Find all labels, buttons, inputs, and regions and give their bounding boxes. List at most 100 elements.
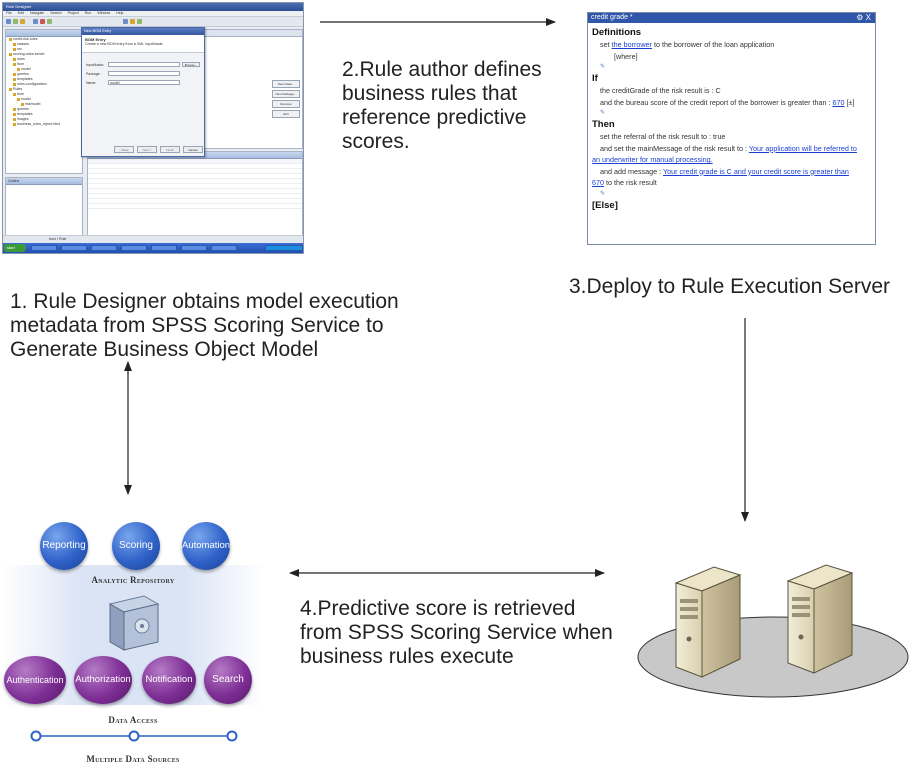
toolbar-icon[interactable] <box>13 19 18 24</box>
menu-item[interactable]: Run <box>84 11 92 15</box>
notification-button[interactable]: Notification <box>142 656 196 704</box>
package-input[interactable] <box>108 71 180 76</box>
step4-line: business rules execute <box>300 645 514 668</box>
server-1-icon <box>674 566 742 678</box>
new-package-button[interactable]: New Package... <box>272 90 300 98</box>
finish-button[interactable]: Finish <box>160 146 180 153</box>
taskbar-item[interactable] <box>211 245 237 251</box>
tree-item[interactable]: templates <box>6 77 82 82</box>
taskbar-item[interactable] <box>181 245 207 251</box>
message-link[interactable]: an underwriter for manual processing. <box>592 155 713 164</box>
message-link[interactable]: Your application will be referred to <box>748 143 857 153</box>
taskbar-item[interactable] <box>151 245 177 251</box>
step1-caption: 1. Rule Designer obtains model execution… <box>10 290 399 362</box>
else-keyword[interactable]: [Else] <box>592 199 618 211</box>
editor-tabs[interactable] <box>204 30 302 37</box>
taskbar-item[interactable] <box>121 245 147 251</box>
toolbar-icon[interactable] <box>47 19 52 24</box>
tree-item[interactable]: model <box>6 67 82 72</box>
where-clause[interactable]: [where] <box>614 51 638 61</box>
tree-item[interactable]: Rules <box>6 87 82 92</box>
tree-item[interactable]: rules-configuration <box>6 82 82 87</box>
rule-execution-server-icon <box>637 564 909 698</box>
taskbar-item[interactable] <box>31 245 57 251</box>
tree-item[interactable]: queries <box>6 72 82 77</box>
tree-item[interactable]: bom <box>6 62 82 67</box>
ide-editor-pane: New Class... New Package... Remove Edit <box>203 29 303 149</box>
step1-line: metadata from SPSS Scoring Service to <box>10 314 384 337</box>
if-keyword: If <box>592 73 598 84</box>
dialog-banner: BOM Entry Create a new BOM entry from a … <box>82 35 204 53</box>
menu-item[interactable]: Search <box>50 11 62 15</box>
ide-project-explorer: credit-risk-rules classes src scoring-ru… <box>5 29 83 174</box>
tree-item[interactable]: classes <box>6 42 82 47</box>
rule-editor-title: credit grade * <box>591 14 633 21</box>
menu-item[interactable]: Edit <box>17 11 24 15</box>
add-message-link[interactable]: 670 <box>592 178 604 187</box>
taskbar-item[interactable] <box>91 245 117 251</box>
toolbar-icon[interactable] <box>20 19 25 24</box>
step2-line: business rules that <box>342 82 518 105</box>
remove-button[interactable]: Remove <box>272 100 300 108</box>
condition-line: and the bureau score of the credit repor… <box>600 97 855 107</box>
cancel-button[interactable]: Cancel <box>183 146 203 153</box>
toolbar-icon[interactable] <box>123 19 128 24</box>
add-condition-icon[interactable]: ✎ <box>600 110 606 116</box>
tree-item[interactable]: credit-risk-rules <box>6 37 82 42</box>
input-loads-input[interactable] <box>108 62 180 67</box>
tree-item[interactable]: images <box>6 117 82 122</box>
window-controls[interactable]: ⚙ X <box>856 13 871 22</box>
tree-item[interactable]: scoring-rules-server <box>6 52 82 57</box>
toolbar-icon[interactable] <box>33 19 38 24</box>
new-class-button[interactable]: New Class... <box>272 80 300 88</box>
repository-vault-icon <box>108 595 160 651</box>
next-button[interactable]: Next > <box>137 146 157 153</box>
menu-item[interactable]: Project <box>67 11 79 15</box>
authorization-button[interactable]: Authorization <box>74 656 132 704</box>
tree-item[interactable]: src <box>6 47 82 52</box>
spss-collaboration-diagram: Reporting Scoring Automation Analytic Re… <box>2 510 264 770</box>
tree-item[interactable]: model <box>6 97 82 102</box>
ide-menubar: File Edit Navigate Search Project Run Wi… <box>3 11 303 17</box>
action-line: and add message : Your credit grade is C… <box>600 166 849 176</box>
menu-item[interactable]: File <box>6 11 12 15</box>
edit-button[interactable]: Edit <box>272 110 300 118</box>
authentication-button[interactable]: Authentication <box>4 656 66 704</box>
menu-item[interactable]: Help <box>116 11 124 15</box>
menu-item[interactable]: Window <box>97 11 111 15</box>
reporting-button[interactable]: Reporting <box>40 522 88 570</box>
automation-button[interactable]: Automation <box>182 522 230 570</box>
definitions-keyword: Definitions <box>592 27 642 38</box>
step1-line: Generate Business Object Model <box>10 338 319 361</box>
search-button[interactable]: Search <box>204 656 252 704</box>
tree-item[interactable]: queries <box>6 107 82 112</box>
tree-item[interactable]: rules <box>6 57 82 62</box>
action-line-cont: an underwriter for manual processing. <box>592 154 871 166</box>
start-button[interactable]: start <box>4 244 26 252</box>
tree-item[interactable]: riskmodel <box>6 102 82 107</box>
tree-item[interactable]: bom <box>6 92 82 97</box>
toolbar-icon[interactable] <box>130 19 135 24</box>
outline-header: Outline <box>6 178 82 185</box>
rule-designer-screenshot: Rule Designer File Edit Navigate Search … <box>2 2 304 254</box>
add-message-link[interactable]: Your credit grade is C and your credit s… <box>663 166 849 176</box>
rule-editor-titlebar: credit grade * ⚙ X <box>588 13 875 23</box>
taskbar-item[interactable] <box>61 245 87 251</box>
browse-button[interactable]: Browse... <box>182 62 200 67</box>
toolbar-icon[interactable] <box>137 19 142 24</box>
menu-item[interactable]: Navigate <box>30 11 45 15</box>
score-threshold-link[interactable]: 670 <box>832 97 845 107</box>
name-input[interactable]: model <box>108 80 180 85</box>
toolbar-icon[interactable] <box>6 19 11 24</box>
step2-caption: 2.Rule author defines business rules tha… <box>342 58 542 154</box>
tree-item[interactable]: business_rules_report.html <box>6 122 82 127</box>
tree-item[interactable]: templates <box>6 112 82 117</box>
add-action-icon[interactable]: ✎ <box>600 190 606 197</box>
borrower-link[interactable]: the borrower <box>611 40 652 49</box>
add-condition-icon[interactable]: ✎ <box>600 64 606 70</box>
back-button[interactable]: < Back <box>114 146 134 153</box>
condition-line: the creditGrade of the risk result is : … <box>600 86 721 95</box>
toolbar-icon[interactable] <box>40 19 45 24</box>
scoring-button[interactable]: Scoring <box>112 522 160 570</box>
package-field: Package: <box>86 71 202 77</box>
